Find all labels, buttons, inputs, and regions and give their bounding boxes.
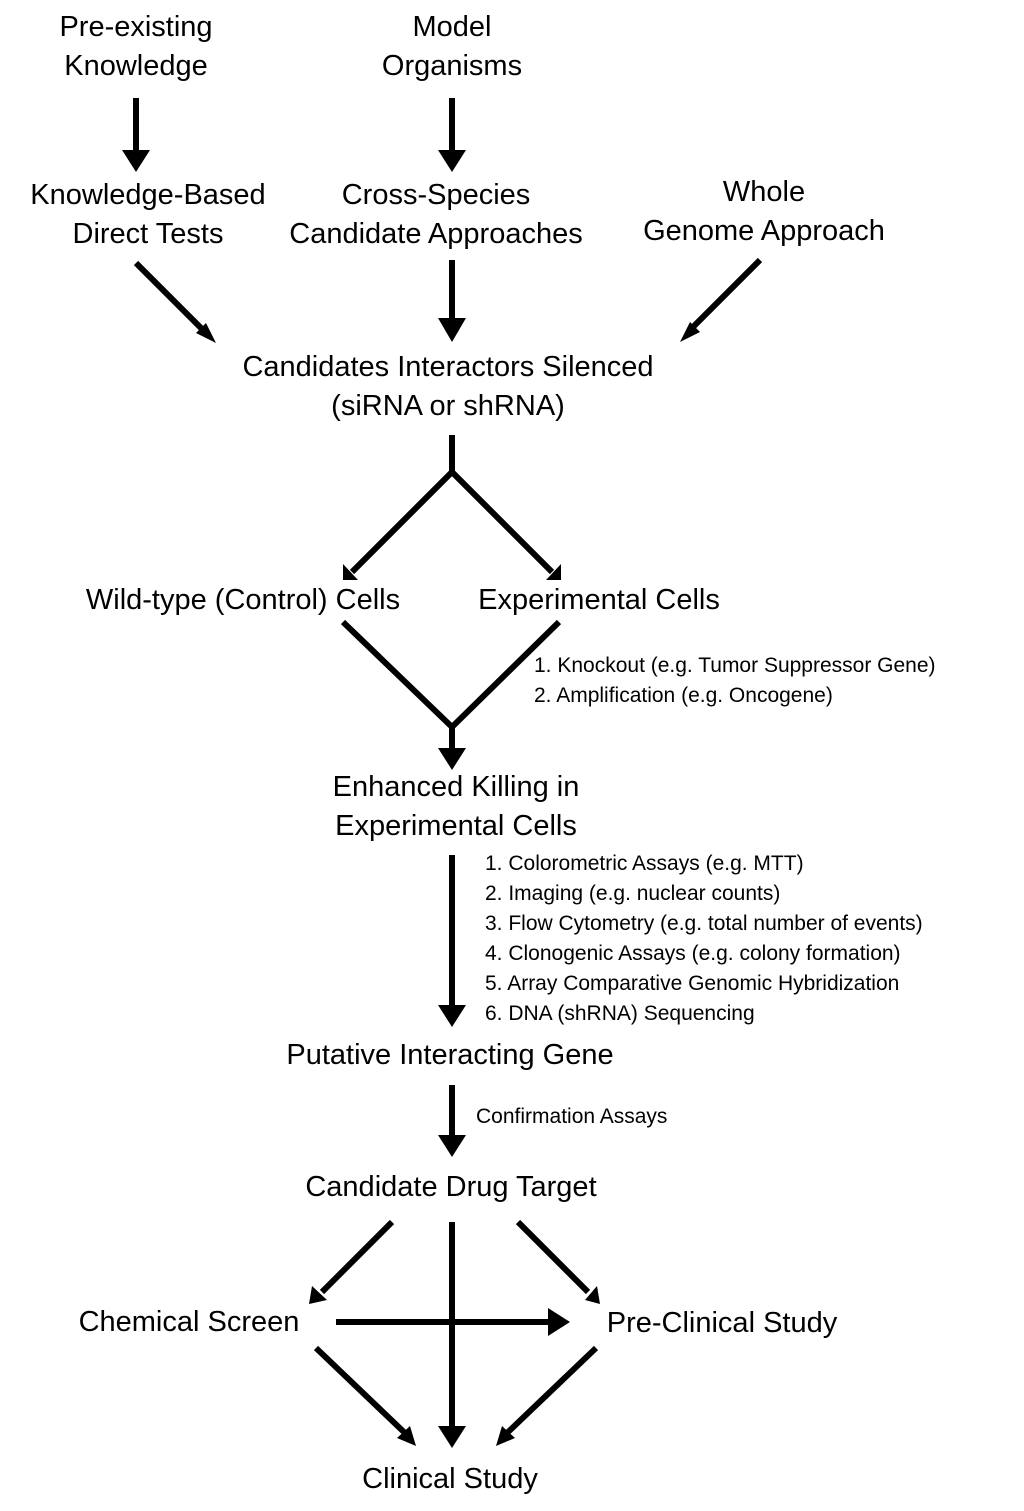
arrowhead [585, 1286, 600, 1304]
note-line: 2. Imaging (e.g. nuclear counts) [485, 882, 781, 905]
arrowhead [546, 564, 561, 580]
node-line: Experimental Cells [335, 810, 577, 842]
merge-from-wild-type [340, 619, 455, 730]
node-candidate-drug-target: Candidate Drug Target [270, 1168, 632, 1207]
node-line: Enhanced Killing in [332, 771, 580, 803]
arrow-candidate-to-pre-clinical [515, 1219, 591, 1295]
arrow-to-experimental [449, 469, 555, 575]
arrow-whole-genome-to-candidates [687, 257, 763, 333]
arrowhead [438, 748, 466, 770]
node-pre-clinical-study: Pre-Clinical Study [584, 1304, 860, 1343]
node-line: Putative Interacting Gene [286, 1039, 614, 1071]
arrowhead [122, 150, 150, 172]
note-line: 4. Clonogenic Assays (e.g. colony format… [485, 942, 901, 965]
arrowhead [309, 1286, 327, 1304]
note-line: 5. Array Comparative Genomic Hybridizati… [485, 972, 900, 995]
node-line: Knowledge [64, 50, 208, 82]
note-experimental-cell-types: 1. Knockout (e.g. Tumor Suppressor Gene)… [534, 651, 936, 711]
note-killing-assays: 1. Colorometric Assays (e.g. MTT) 2. Ima… [485, 849, 923, 1029]
node-line: Pre-Clinical Study [606, 1307, 838, 1339]
node-chemical-screen: Chemical Screen [56, 1303, 322, 1342]
node-enhanced-killing: Enhanced Killing in Experimental Cells [296, 768, 616, 846]
node-candidates-interactors-silenced: Candidates Interactors Silenced (siRNA o… [212, 348, 684, 426]
node-putative-interacting-gene: Putative Interacting Gene [250, 1036, 650, 1075]
arrowhead [438, 1426, 466, 1448]
arrow-to-wild-type [349, 469, 455, 575]
arrowhead [438, 1005, 466, 1027]
arrowhead [680, 322, 700, 342]
node-line: Wild-type (Control) Cells [85, 584, 401, 616]
arrow-pre-clinical-to-clinical [503, 1345, 599, 1437]
node-line: Experimental Cells [478, 584, 720, 616]
note-line: 1. Colorometric Assays (e.g. MTT) [485, 852, 804, 875]
node-line: Whole [722, 176, 806, 208]
node-clinical-study: Clinical Study [322, 1460, 578, 1499]
node-line: Organisms [381, 50, 523, 82]
node-line: Direct Tests [72, 218, 224, 250]
node-line: Pre-existing [59, 11, 213, 43]
merge-from-experimental [449, 619, 562, 730]
node-line: Candidate Drug Target [305, 1171, 597, 1203]
node-knowledge-based-direct-tests: Knowledge-Based Direct Tests [8, 176, 288, 254]
node-line: Model [412, 11, 492, 43]
arrow-candidate-to-chemical [319, 1219, 395, 1295]
note-line: 6. DNA (shRNA) Sequencing [485, 1002, 755, 1025]
arrowhead [397, 1426, 416, 1446]
note-line: 2. Amplification (e.g. Oncogene) [534, 684, 833, 707]
node-line: Knowledge-Based [30, 179, 266, 211]
arrowhead [438, 150, 466, 172]
note-line: Confirmation Assays [476, 1105, 668, 1128]
node-line: Candidate Approaches [289, 218, 583, 250]
note-confirmation-assays: Confirmation Assays [476, 1102, 667, 1132]
node-wild-type-control-cells: Wild-type (Control) Cells [60, 581, 426, 620]
arrowhead [438, 318, 466, 342]
node-whole-genome-approach: Whole Genome Approach [628, 173, 900, 251]
arrowhead [343, 564, 358, 580]
arrow-knowledge-based-to-candidates [133, 260, 208, 335]
node-pre-existing-knowledge: Pre-existing Knowledge [36, 8, 236, 86]
arrowhead [196, 323, 216, 343]
node-line: Cross-Species [341, 179, 531, 211]
node-line: Genome Approach [643, 215, 885, 247]
node-model-organisms: Model Organisms [352, 8, 552, 86]
node-line: (siRNA or shRNA) [331, 390, 565, 422]
node-line: Clinical Study [362, 1463, 538, 1495]
arrowhead [496, 1426, 515, 1446]
arrowhead [548, 1308, 570, 1336]
arrowhead [438, 1135, 466, 1157]
note-line: 3. Flow Cytometry (e.g. total number of … [485, 912, 923, 935]
arrow-chemical-to-clinical [313, 1345, 409, 1437]
note-line: 1. Knockout (e.g. Tumor Suppressor Gene) [534, 654, 936, 677]
node-experimental-cells: Experimental Cells [458, 581, 740, 620]
node-line: Candidates Interactors Silenced [242, 351, 654, 383]
node-line: Chemical Screen [78, 1306, 300, 1338]
node-cross-species: Cross-Species Candidate Approaches [272, 176, 600, 254]
